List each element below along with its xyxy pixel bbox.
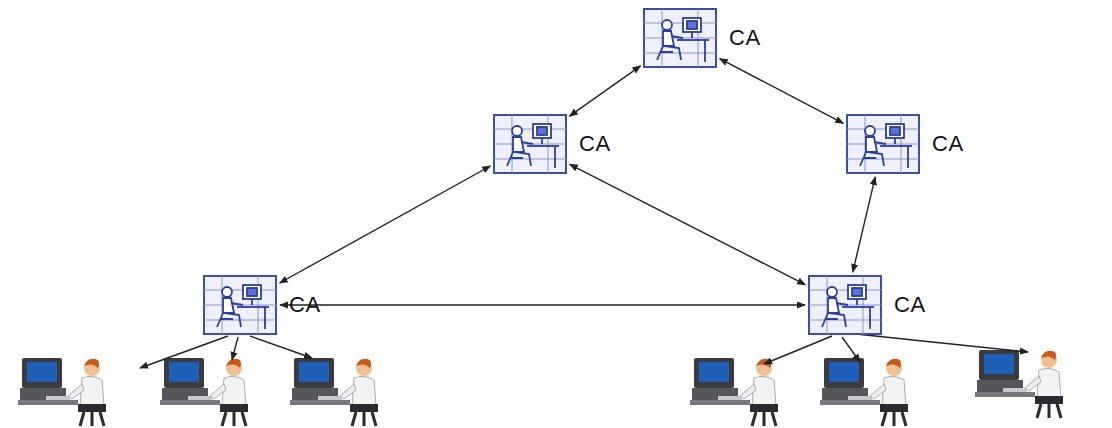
- ca-icon: [846, 114, 920, 174]
- ca-node: CA: [643, 8, 761, 68]
- user-arrows: [140, 334, 1028, 368]
- ca-label: CA: [579, 131, 611, 157]
- ca-icon: [808, 275, 882, 335]
- ca-icon: [493, 114, 567, 174]
- ca-icon: [203, 275, 277, 335]
- ca-label: CA: [894, 292, 926, 318]
- trust-arrow: [720, 59, 844, 124]
- trust-arrow: [853, 177, 875, 272]
- trust-arrow: [280, 166, 491, 283]
- ca-node: CA: [846, 114, 964, 174]
- ca-label: CA: [289, 292, 321, 318]
- ca-node: CA: [493, 114, 611, 174]
- ca-icon: [643, 8, 717, 68]
- trust-arrow: [569, 66, 640, 116]
- ca-node: CA: [203, 275, 321, 335]
- trust-arrow: [570, 164, 806, 284]
- trust-arrow: [280, 304, 805, 305]
- user-workstations: [18, 350, 1063, 426]
- ca-label: CA: [932, 131, 964, 157]
- ca-node: CA: [808, 275, 926, 335]
- ca-label: CA: [729, 25, 761, 51]
